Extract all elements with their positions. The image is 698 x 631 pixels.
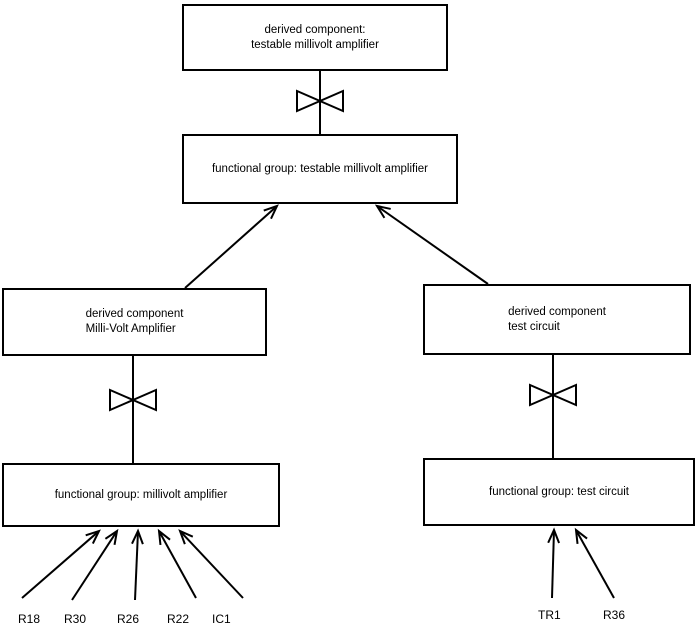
node-label-fg-testable-millivolt-amplifier: functional group: testable millivolt amp… <box>211 162 429 175</box>
arrow-arrow-r26-to-millivolt-fg <box>131 528 144 601</box>
node-label-derived-test-circuit: derived component test circuit <box>508 305 606 333</box>
node-fg-testable-millivolt-amplifier[interactable]: functional group: testable millivolt amp… <box>182 134 458 204</box>
generalization-arrows-group <box>21 204 615 601</box>
arrow-arrow-testcircuit-to-testable-fg <box>374 204 489 285</box>
node-label-derived-milli-volt-amplifier: derived component Milli-Volt Amplifier <box>85 308 184 335</box>
arrow-arrow-tr1-to-testcircuit-fg <box>547 527 561 599</box>
leaf-label-leaf-ic1: IC1 <box>212 612 231 626</box>
bowtie-icon-bowtie-right <box>529 355 577 458</box>
node-fg-test-circuit[interactable]: functional group: test circuit <box>423 458 695 526</box>
node-label-fg-millivolt-amplifier: functional group: millivolt amplifier <box>54 488 228 501</box>
leaf-label-leaf-r26: R26 <box>117 612 140 626</box>
arrow-arrow-r30-to-millivolt-fg <box>71 528 119 601</box>
node-label-derived-testable-millivolt-amplifier: derived component: testable millivolt am… <box>251 23 379 51</box>
node-derived-testable-millivolt-amplifier[interactable]: derived component: testable millivolt am… <box>182 4 448 71</box>
leaf-label-leaf-r18: R18 <box>18 612 41 626</box>
bowtie-icon-bowtie-top <box>296 71 344 134</box>
leaf-label-leaf-r36: R36 <box>603 608 626 622</box>
arrow-arrow-ic1-to-millivolt-fg <box>178 529 244 599</box>
leaf-label-leaf-r30: R30 <box>64 612 87 626</box>
node-derived-milli-volt-amplifier[interactable]: derived component Milli-Volt Amplifier <box>2 288 267 356</box>
node-label-fg-test-circuit: functional group: test circuit <box>489 485 629 498</box>
bowtie-icon-bowtie-left <box>109 356 157 463</box>
arrow-arrow-r18-to-millivolt-fg <box>21 529 101 599</box>
bowtie-connectors-group <box>109 71 577 463</box>
leaf-label-leaf-r22: R22 <box>167 612 190 626</box>
arrow-arrow-r22-to-millivolt-fg <box>157 528 197 599</box>
node-fg-millivolt-amplifier[interactable]: functional group: millivolt amplifier <box>2 463 280 527</box>
leaf-label-leaf-tr1: TR1 <box>538 608 561 622</box>
node-derived-test-circuit[interactable]: derived component test circuit <box>423 284 691 355</box>
arrow-arrow-r36-to-testcircuit-fg <box>574 527 615 599</box>
arrow-arrow-millivolt-to-testable-fg <box>184 204 279 289</box>
